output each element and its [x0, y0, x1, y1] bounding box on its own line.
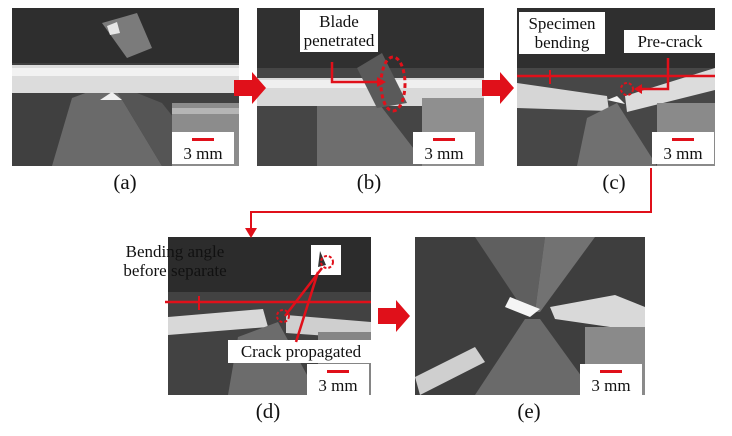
scale-bar-e: 3 mm [580, 364, 642, 396]
scale-label: 3 mm [663, 144, 703, 163]
scale-bar-a: 3 mm [172, 132, 234, 164]
scale-label: 3 mm [424, 144, 464, 163]
label-line: penetrated [303, 31, 375, 50]
label-line: Crack propagated [240, 342, 362, 361]
label-line: Bending angle [125, 242, 225, 261]
scale-bar-b: 3 mm [413, 132, 475, 164]
caption-a: (a) [113, 170, 137, 194]
process-arrow-b-c [482, 72, 514, 104]
caption-c: (c) [602, 170, 626, 194]
scale-bar-c: 3 mm [652, 132, 714, 164]
scale-label: 3 mm [591, 376, 631, 395]
label-bending-angle: Bending angle before separate [108, 240, 242, 282]
caption-b: (b) [356, 170, 382, 194]
label-line: Blade [319, 12, 359, 31]
photo-panel-a [12, 8, 239, 166]
photo-a-graphic [12, 8, 239, 166]
label-pre-crack: Pre-crack [624, 30, 716, 53]
label-line: Pre-crack [637, 32, 703, 51]
label-blade-penetrated: Blade penetrated [300, 10, 378, 52]
label-line: bending [534, 33, 590, 52]
label-specimen-bending: Specimen bending [519, 12, 605, 54]
label-line: before separate [123, 261, 227, 280]
scale-label: 3 mm [318, 376, 358, 395]
process-arrow-d-e [378, 300, 410, 332]
caption-d: (d) [255, 399, 281, 423]
label-crack-propagated: Crack propagated [228, 340, 374, 363]
scale-label: 3 mm [183, 144, 223, 163]
label-line: Specimen [528, 14, 596, 33]
scale-bar-d: 3 mm [307, 364, 369, 396]
caption-e: (e) [517, 399, 541, 423]
